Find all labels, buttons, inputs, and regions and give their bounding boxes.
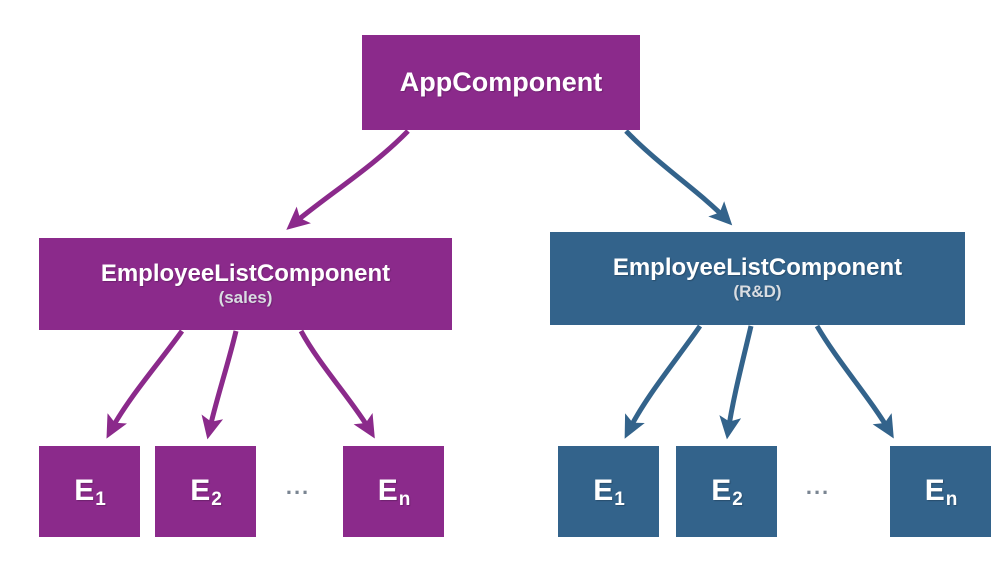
employee-letter: E <box>190 474 211 508</box>
node-employee-sales-n[interactable]: En <box>343 446 444 537</box>
node-employee-list-sales-label: EmployeeListComponent <box>100 259 391 287</box>
node-employee-rnd-n[interactable]: En <box>890 446 991 537</box>
employee-letter: E <box>593 474 614 508</box>
node-employee-sales-2[interactable]: E2 <box>155 446 256 537</box>
node-app-component-label: AppComponent <box>399 66 603 97</box>
arrow-rnd-to-leaf-1 <box>624 324 703 439</box>
employee-letter: E <box>924 474 945 508</box>
node-employee-rnd-1[interactable]: E1 <box>558 446 659 537</box>
node-app-component[interactable]: AppComponent <box>362 35 640 130</box>
node-employee-rnd-2[interactable]: E2 <box>676 446 777 537</box>
employee-letter: E <box>711 474 732 508</box>
node-employee-sales-2-label: E2 <box>190 474 222 511</box>
node-employee-list-rnd[interactable]: EmployeeListComponent (R&D) <box>550 232 965 325</box>
node-employee-list-sales-subtitle: (sales) <box>218 287 273 307</box>
ellipsis-rnd: ... <box>805 474 831 499</box>
employee-index: n <box>945 489 958 511</box>
node-employee-list-rnd-label: EmployeeListComponent <box>612 254 903 282</box>
arrow-root-to-rnd <box>624 129 733 226</box>
arrow-rnd-to-leaf-3 <box>814 324 894 439</box>
arrow-rnd-to-leaf-2 <box>719 325 754 440</box>
employee-index: 2 <box>732 489 743 511</box>
arrow-sales-to-leaf-3 <box>298 329 375 439</box>
employee-index: 2 <box>211 489 222 511</box>
node-employee-rnd-1-label: E1 <box>593 474 625 511</box>
employee-index: 1 <box>95 489 106 511</box>
arrow-root-to-sales <box>286 129 410 230</box>
arrow-sales-to-leaf-2 <box>201 330 239 440</box>
node-employee-sales-n-label: En <box>377 474 411 511</box>
ellipsis-sales: ... <box>285 474 311 499</box>
employee-index: n <box>398 489 411 511</box>
node-employee-list-rnd-subtitle: (R&D) <box>733 282 782 302</box>
node-employee-list-sales[interactable]: EmployeeListComponent (sales) <box>39 238 452 330</box>
node-employee-sales-1[interactable]: E1 <box>39 446 140 537</box>
arrow-sales-to-leaf-1 <box>106 329 185 439</box>
node-employee-rnd-n-label: En <box>924 474 958 511</box>
employee-index: 1 <box>614 489 625 511</box>
node-employee-sales-1-label: E1 <box>74 474 106 511</box>
node-employee-rnd-2-label: E2 <box>711 474 743 511</box>
employee-letter: E <box>377 474 398 508</box>
employee-letter: E <box>74 474 95 508</box>
